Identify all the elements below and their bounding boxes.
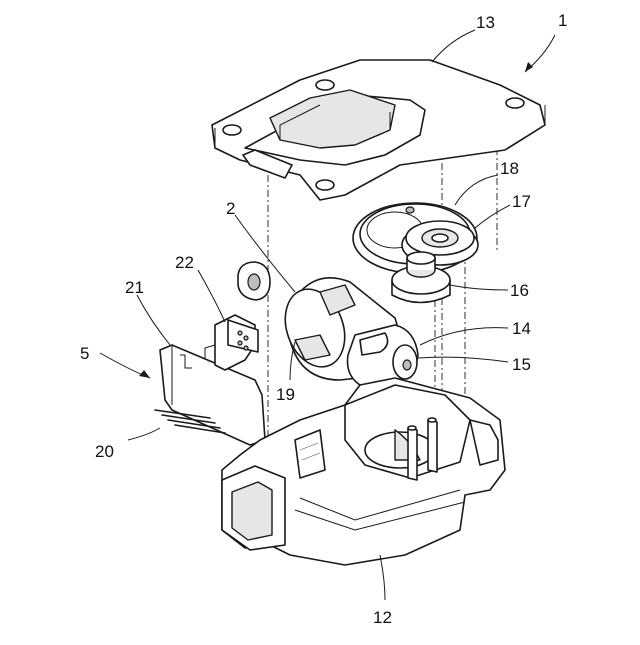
label-12: 12 <box>373 608 392 627</box>
label-14: 14 <box>512 319 531 338</box>
label-19: 19 <box>276 385 295 404</box>
label-1: 1 <box>558 11 567 30</box>
label-20: 20 <box>95 442 114 461</box>
label-21: 21 <box>125 278 144 297</box>
label-2: 2 <box>226 199 235 218</box>
label-13: 13 <box>476 13 495 32</box>
label-18: 18 <box>500 159 519 178</box>
connector-assembly <box>155 315 265 445</box>
cover-part <box>212 60 545 200</box>
label-15: 15 <box>512 355 531 374</box>
label-17: 17 <box>512 192 531 211</box>
label-22: 22 <box>175 253 194 272</box>
label-5: 5 <box>80 344 89 363</box>
label-16: 16 <box>510 281 529 300</box>
housing-12 <box>222 378 505 565</box>
bushing <box>238 262 270 300</box>
